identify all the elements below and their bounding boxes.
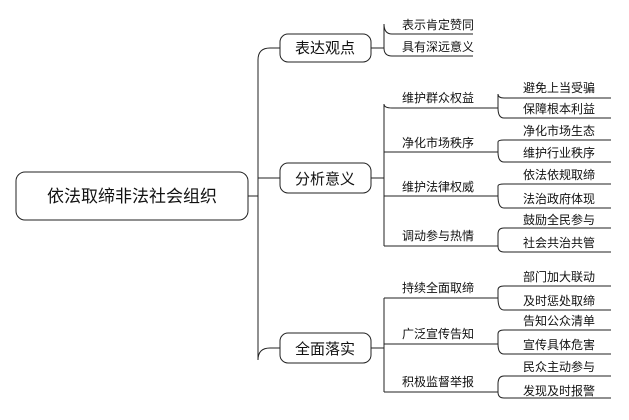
branch-3-connector bbox=[371, 297, 488, 393]
group-label-2-1: 维护群众权益 bbox=[402, 91, 474, 105]
leaf-2-1-1: 避免上当受骗 bbox=[523, 80, 595, 95]
leaf-1-1: 表示肯定赞同 bbox=[402, 17, 474, 32]
branch-node-3[interactable]: 全面落实 bbox=[279, 332, 372, 364]
leaf-2-3-1: 依法依规取缔 bbox=[523, 167, 595, 182]
root-connector bbox=[248, 47, 280, 361]
leaf-2-2-1: 净化市场生态 bbox=[523, 123, 595, 138]
branch-1-connector bbox=[371, 23, 473, 57]
group-2-1-connector bbox=[488, 93, 611, 119]
group-2-4-connector bbox=[488, 227, 611, 253]
group-label-3-1: 持续全面取缔 bbox=[402, 280, 474, 295]
branch-node-2[interactable]: 分析意义 bbox=[279, 162, 372, 194]
leaf-3-3-1: 民众主动参与 bbox=[523, 359, 595, 374]
leaf-3-1-1: 部门加大联动 bbox=[523, 269, 595, 284]
leaf-3-2-2: 宣传具体危害 bbox=[523, 337, 595, 352]
leaf-3-3-2: 发现及时报警 bbox=[523, 383, 595, 398]
group-3-3-connector bbox=[488, 375, 611, 399]
group-label-2-4: 调动参与热情 bbox=[402, 228, 474, 243]
leaf-2-1-2: 保障根本利益 bbox=[523, 101, 595, 116]
branch-label-1: 表达观点 bbox=[295, 39, 355, 57]
leaf-2-4-1: 鼓励全民参与 bbox=[523, 212, 595, 227]
group-label-3-2: 广泛宣传告知 bbox=[402, 326, 474, 341]
group-3-2-connector bbox=[488, 329, 611, 355]
branch-label-3: 全面落实 bbox=[295, 340, 355, 358]
root-label: 依法取缔非法社会组织 bbox=[47, 187, 217, 207]
group-2-3-connector bbox=[488, 183, 611, 209]
branch-label-2: 分析意义 bbox=[295, 170, 355, 188]
leaf-3-2-1: 告知公众清单 bbox=[523, 314, 595, 328]
leaf-1-2: 具有深远意义 bbox=[402, 39, 474, 54]
group-label-2-3: 维护法律权威 bbox=[402, 180, 474, 194]
leaf-3-1-2: 及时惩处取缔 bbox=[523, 293, 595, 308]
group-label-2-2: 净化市场秩序 bbox=[402, 135, 474, 150]
group-2-2-connector bbox=[488, 139, 611, 163]
group-label-3-3: 积极监督举报 bbox=[402, 374, 474, 389]
group-3-1-connector bbox=[488, 285, 611, 311]
branch-node-1[interactable]: 表达观点 bbox=[279, 33, 372, 63]
leaf-2-3-2: 法治政府体现 bbox=[523, 191, 595, 206]
leaf-2-2-2: 维护行业秩序 bbox=[523, 145, 595, 160]
branch-2-connector bbox=[371, 103, 488, 247]
leaf-2-4-2: 社会共治共管 bbox=[523, 235, 595, 250]
root-node[interactable]: 依法取缔非法社会组织 bbox=[15, 171, 249, 221]
